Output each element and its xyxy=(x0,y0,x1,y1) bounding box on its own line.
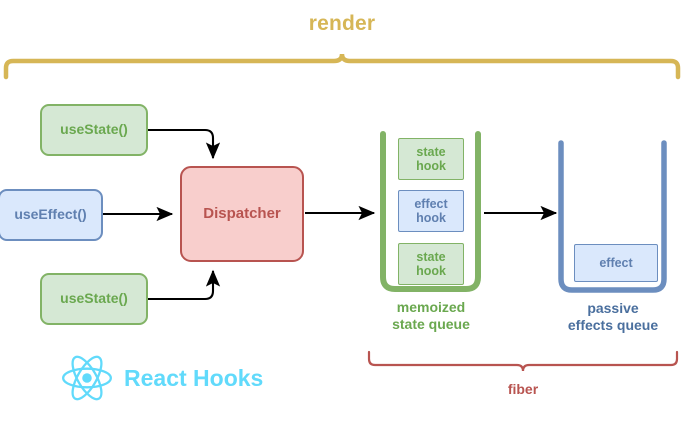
hook-call-usestate-top[interactable]: useState() xyxy=(40,104,148,156)
render-brace xyxy=(3,53,681,80)
fiber-brace xyxy=(367,350,679,372)
react-hooks-logo: React Hooks xyxy=(58,352,263,404)
chip-line2: hook xyxy=(416,264,446,278)
memoized-queue-item-state-hook-1[interactable]: state hook xyxy=(398,138,464,180)
dispatcher-node[interactable]: Dispatcher xyxy=(180,166,304,262)
render-brace-label: render xyxy=(308,12,376,35)
chip-line1: effect xyxy=(599,255,633,270)
memoized-queue-item-effect-hook[interactable]: effect hook xyxy=(398,190,464,232)
passive-effects-queue-label: passive effects queue xyxy=(547,300,679,334)
memoized-queue-label-line2: state queue xyxy=(392,315,470,332)
arrow-usestate-top-to-dispatcher xyxy=(148,128,221,160)
chip-line1: state xyxy=(416,249,446,264)
chip-line1: state xyxy=(416,144,446,159)
hook-call-useeffect[interactable]: useEffect() xyxy=(0,189,103,241)
hook-call-usestate-bottom[interactable]: useState() xyxy=(40,273,148,325)
passive-queue-item-effect[interactable]: effect xyxy=(574,244,658,282)
passive-queue-label-line1: passive xyxy=(587,300,639,316)
passive-queue-label-line2: effects queue xyxy=(567,316,659,333)
memoized-queue-item-state-hook-2[interactable]: state hook xyxy=(398,243,464,285)
chip-line1: effect xyxy=(414,196,448,211)
react-hooks-logo-text: React Hooks xyxy=(124,364,264,391)
memoized-state-queue-label: memoized state queue xyxy=(370,299,492,333)
memoized-queue-label-line1: memoized xyxy=(396,299,466,315)
chip-line2: hook xyxy=(416,159,446,173)
react-atom-icon xyxy=(62,355,112,401)
arrow-usestate-bottom-to-dispatcher xyxy=(148,269,221,301)
chip-line2: hook xyxy=(416,211,446,225)
fiber-brace-label: fiber xyxy=(507,381,539,397)
